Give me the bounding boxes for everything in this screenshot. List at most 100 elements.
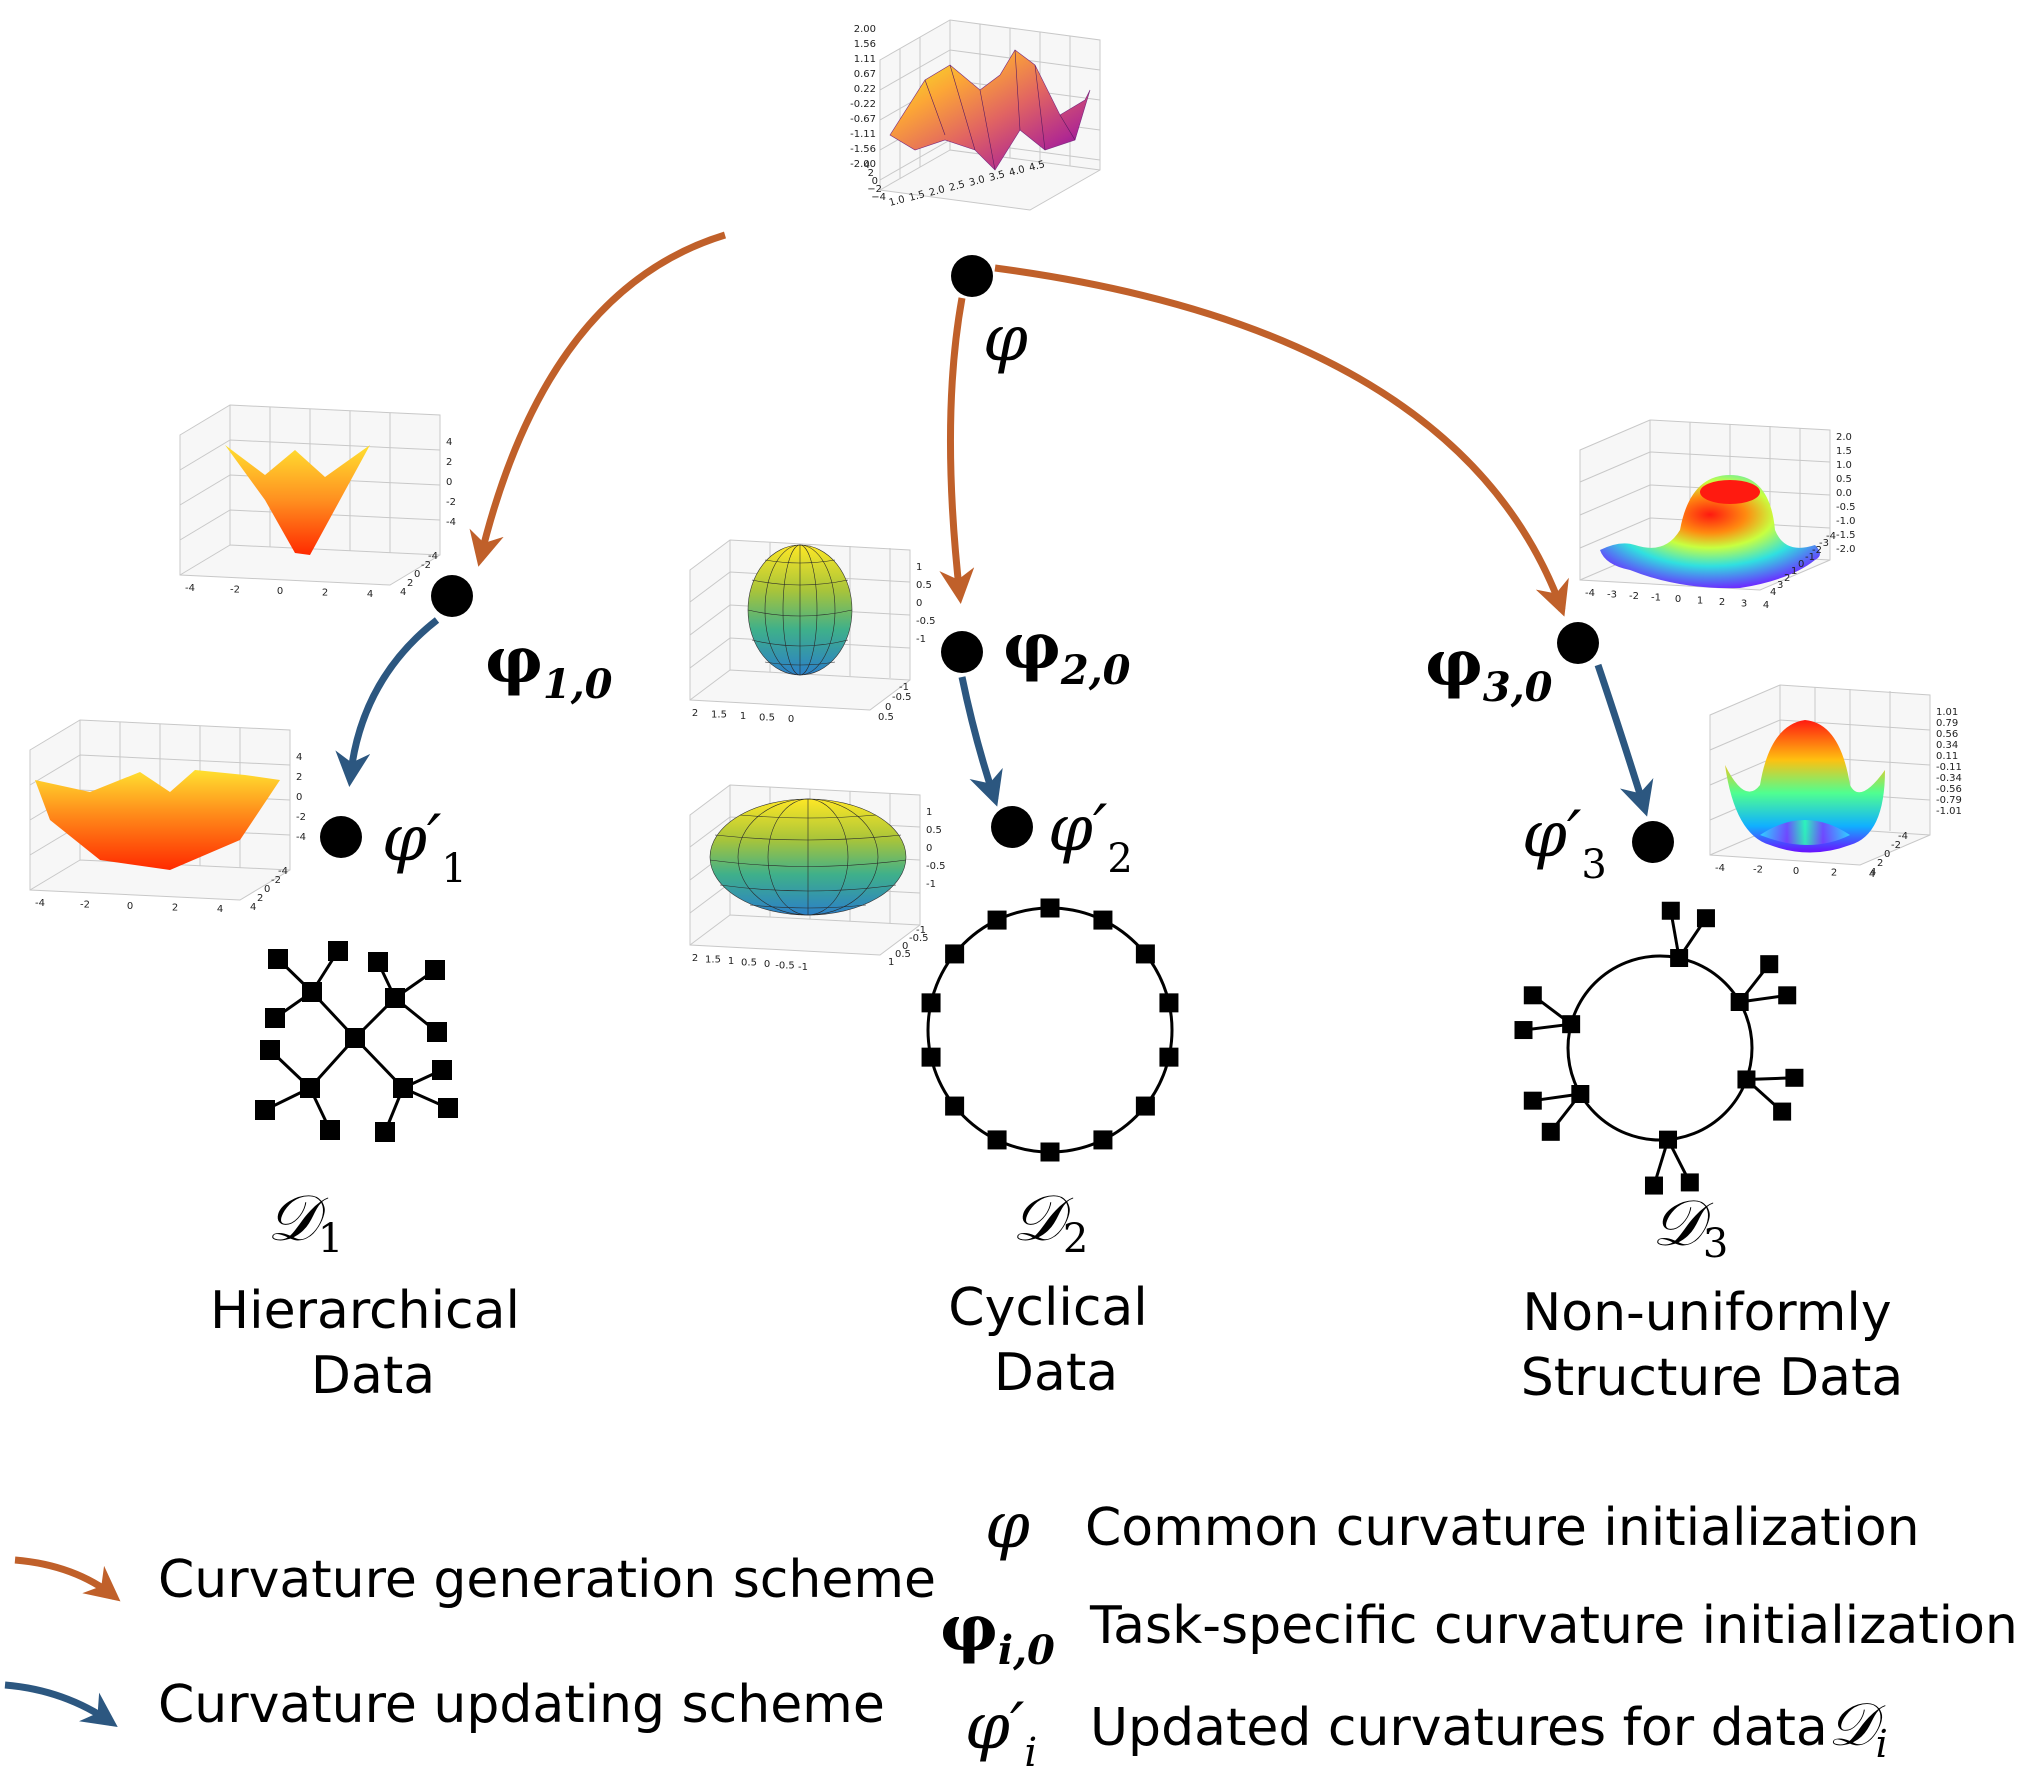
dataset-3-symbol: 𝒟3: [1652, 1187, 1729, 1267]
cycle-ring: [926, 906, 1174, 1154]
x-tick-label: -2: [230, 585, 240, 596]
x-tick-label: -1: [1651, 593, 1661, 604]
x-tick-label: 4: [1869, 869, 1875, 880]
graph-node: [1670, 949, 1689, 968]
z-tick-label: -0.5: [1836, 502, 1856, 513]
z-tick-label: 2: [296, 772, 302, 783]
y-tick-label: 0: [885, 702, 891, 713]
z-tick-label: -1: [916, 634, 926, 645]
x-tick-label: 2: [1719, 597, 1725, 608]
y-tick-label: 2: [407, 578, 413, 589]
node-task1: [431, 575, 473, 617]
x-tick-label: -4: [1585, 588, 1595, 599]
z-tick-label: 4: [446, 437, 452, 448]
node-upd2: [991, 806, 1033, 848]
z-tick-label: 1.01: [1936, 707, 1958, 718]
z-tick-label: -0.22: [850, 99, 876, 110]
z-tick-label: -2: [446, 497, 456, 508]
graph-node: [1135, 1096, 1155, 1116]
y-tick-label: -3: [1819, 538, 1829, 549]
graph-node: [1659, 1130, 1678, 1149]
z-tick-label: 1.0: [1836, 460, 1852, 471]
label-upd2: φ′2: [1048, 792, 1133, 882]
graph-node: [268, 949, 288, 969]
legend-item-3-symbol: φ′i: [965, 1690, 1037, 1775]
y-tick-label: -1: [899, 682, 909, 693]
z-tick-label: -0.79: [1936, 795, 1962, 806]
graph-node: [1760, 955, 1779, 974]
graph-node: [1737, 1070, 1756, 1089]
z-tick-label: -0.67: [850, 114, 876, 125]
z-tick-label: -0.56: [1936, 784, 1962, 795]
x-tick-label: 2: [172, 903, 178, 914]
y-tick-label: -2: [1812, 545, 1822, 556]
y-tick-label: 0.5: [895, 949, 911, 960]
graph-node: [427, 1022, 447, 1042]
x-tick-label: 1: [728, 956, 734, 967]
graph-node: [1541, 1122, 1560, 1141]
dataset-2-name-line1: Cyclical: [948, 1278, 1147, 1338]
x-tick-label: 1.5: [711, 710, 727, 721]
graph-node: [945, 1096, 965, 1116]
z-tick-label: -2.00: [850, 159, 876, 170]
label-upd3: φ′3: [1522, 798, 1607, 888]
graph-node: [1159, 993, 1179, 1013]
x-tick-label: -0.5: [775, 961, 795, 972]
plot-top: 2.001.561.110.670.22-0.22-0.67-1.11-1.56…: [850, 19, 1101, 211]
dataset-1-symbol: 𝒟1: [267, 1182, 344, 1262]
graph-node: [328, 941, 348, 961]
x-tick-label: 4: [367, 589, 373, 600]
x-tick-label: 3.5: [988, 169, 1006, 184]
z-tick-label: 0: [916, 598, 922, 609]
x-tick-label: 1: [740, 711, 746, 722]
legend-item-1-symbol: φ: [985, 1489, 1030, 1563]
graph-node: [255, 1100, 275, 1120]
y-tick-label: 4: [250, 902, 256, 913]
graph-node: [345, 1028, 365, 1048]
z-tick-label: -0.34: [1936, 773, 1962, 784]
node-task3: [1557, 622, 1599, 664]
x-tick-label: 2.5: [948, 179, 966, 194]
cycle-ring: [1566, 954, 1754, 1142]
x-tick-label: 4: [1763, 600, 1769, 611]
graph-node: [1773, 1102, 1792, 1121]
x-tick-label: -2: [80, 900, 90, 911]
z-tick-label: -0.5: [926, 861, 946, 872]
y-tick-label: -2: [271, 875, 281, 886]
plot-upd3: 1.010.790.560.340.11-0.11-0.34-0.56-0.79…: [1709, 684, 1962, 880]
x-tick-label: -1: [798, 962, 808, 973]
y-tick-label: -2: [421, 560, 431, 571]
node-root: [951, 255, 993, 297]
z-tick-label: -2: [296, 812, 306, 823]
legend-item-2-symbol: φi,0: [940, 1591, 1055, 1674]
legend: Curvature generation scheme Curvature up…: [4, 1489, 2017, 1775]
x-tick-label: 3.0: [968, 174, 986, 189]
x-tick-label: -3: [1607, 590, 1617, 601]
graph-node: [438, 1098, 458, 1118]
z-tick-label: 2.00: [854, 24, 876, 35]
x-tick-label: -2: [1753, 865, 1763, 876]
x-tick-label: 0.5: [741, 958, 757, 969]
graph-node: [320, 1120, 340, 1140]
y-tick-label: 0: [1884, 849, 1890, 860]
graph-node: [1523, 986, 1542, 1005]
y-tick-label: 0: [872, 176, 878, 187]
graph-node: [1159, 1047, 1179, 1067]
dataset-1-name-line2: Data: [311, 1346, 435, 1406]
z-tick-label: 1.11: [854, 54, 876, 65]
y-tick-label: 4: [1870, 867, 1876, 878]
graph-node: [1523, 1091, 1542, 1110]
x-tick-label: 1.5: [705, 955, 721, 966]
y-tick-label: 1: [1791, 566, 1797, 577]
y-tick-label: 4: [864, 160, 870, 171]
x-tick-label: 4.5: [1028, 159, 1046, 174]
x-tick-label: -2: [1629, 591, 1639, 602]
graph-node: [425, 960, 445, 980]
updating-arrow-1: [335, 617, 440, 787]
legend-generation-arrow: [14, 1556, 121, 1602]
legend-generation-label: Curvature generation scheme: [158, 1550, 936, 1610]
graph-node: [260, 1040, 280, 1060]
x-tick-label: 1.0: [888, 194, 906, 209]
y-tick-label: 0: [902, 941, 908, 952]
